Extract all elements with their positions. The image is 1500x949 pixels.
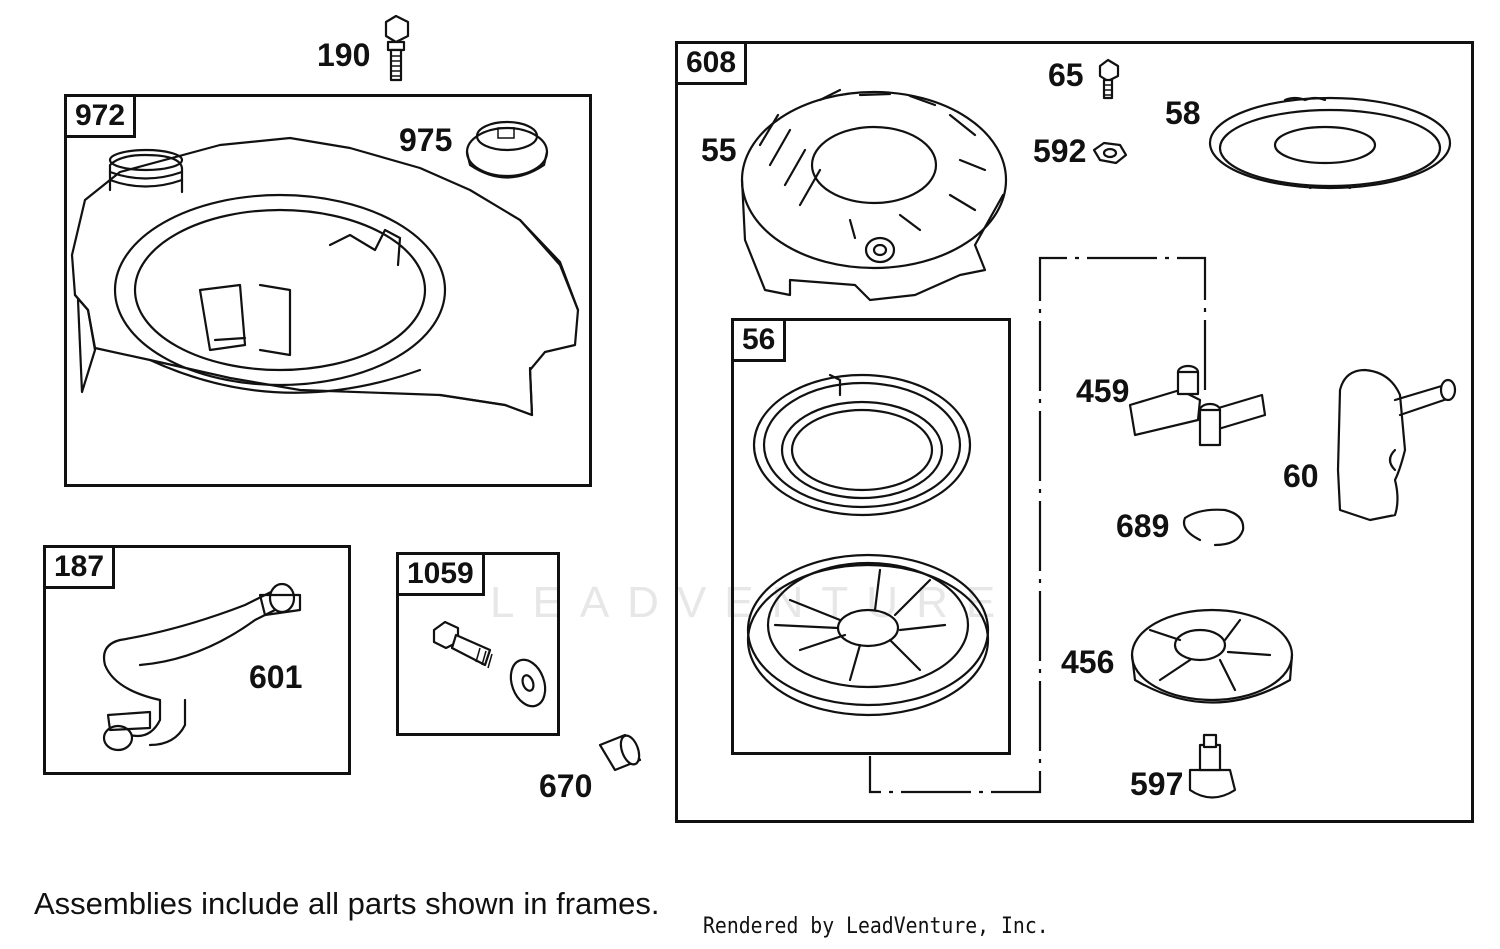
render-credit: Rendered by LeadVenture, Inc. [703, 914, 1049, 939]
screw-nut-drawing [1092, 58, 1128, 165]
frame-56: 56 [731, 318, 1011, 755]
retainer-ring-drawing [1182, 508, 1245, 547]
ratchet-dog-drawing [1128, 364, 1267, 447]
part-label-65: 65 [1048, 57, 1084, 93]
leader-line-right [868, 256, 1207, 794]
pulley-drawing [746, 553, 990, 717]
bushing-drawing [598, 733, 642, 772]
bolt-190-drawing [384, 14, 410, 82]
part-label-689: 689 [1116, 508, 1170, 544]
part-label-60: 60 [1283, 458, 1319, 494]
part-label-58: 58 [1165, 95, 1201, 131]
frame-tag-608: 608 [675, 41, 748, 85]
starter-rope-drawing [1208, 96, 1452, 190]
recoil-spring-drawing [752, 373, 972, 517]
frame-tag-1059: 1059 [396, 552, 485, 596]
part-label-670: 670 [539, 768, 593, 804]
frame-972: 972 [64, 94, 592, 487]
rewind-housing-drawing [740, 88, 1008, 302]
assemblies-note: Assemblies include all parts shown in fr… [34, 886, 660, 921]
part-label-592: 592 [1033, 133, 1087, 169]
starter-handle-drawing [1336, 368, 1457, 522]
part-label-190: 190 [317, 37, 371, 73]
center-screw-drawing [1188, 733, 1237, 799]
frame-tag-972: 972 [64, 94, 137, 138]
watermark: LEADVENTURE [490, 578, 1014, 627]
breather-tube-drawing [102, 582, 302, 752]
blower-housing-drawing [70, 136, 580, 417]
frame-187: 187 [43, 545, 351, 775]
part-label-601: 601 [249, 659, 303, 695]
starter-cup-drawing [1130, 608, 1294, 704]
frame-tag-56: 56 [731, 318, 787, 362]
frame-1059: 1059 [396, 552, 560, 736]
part-label-459: 459 [1076, 373, 1130, 409]
part-label-456: 456 [1061, 644, 1115, 680]
frame-tag-187: 187 [43, 545, 116, 589]
bolt-washer-drawing [432, 620, 547, 708]
part-label-597: 597 [1130, 766, 1184, 802]
frame-608: 608 [675, 41, 1474, 823]
part-label-975: 975 [399, 122, 453, 158]
fuel-cap-drawing [465, 120, 549, 179]
part-label-55: 55 [701, 132, 737, 168]
